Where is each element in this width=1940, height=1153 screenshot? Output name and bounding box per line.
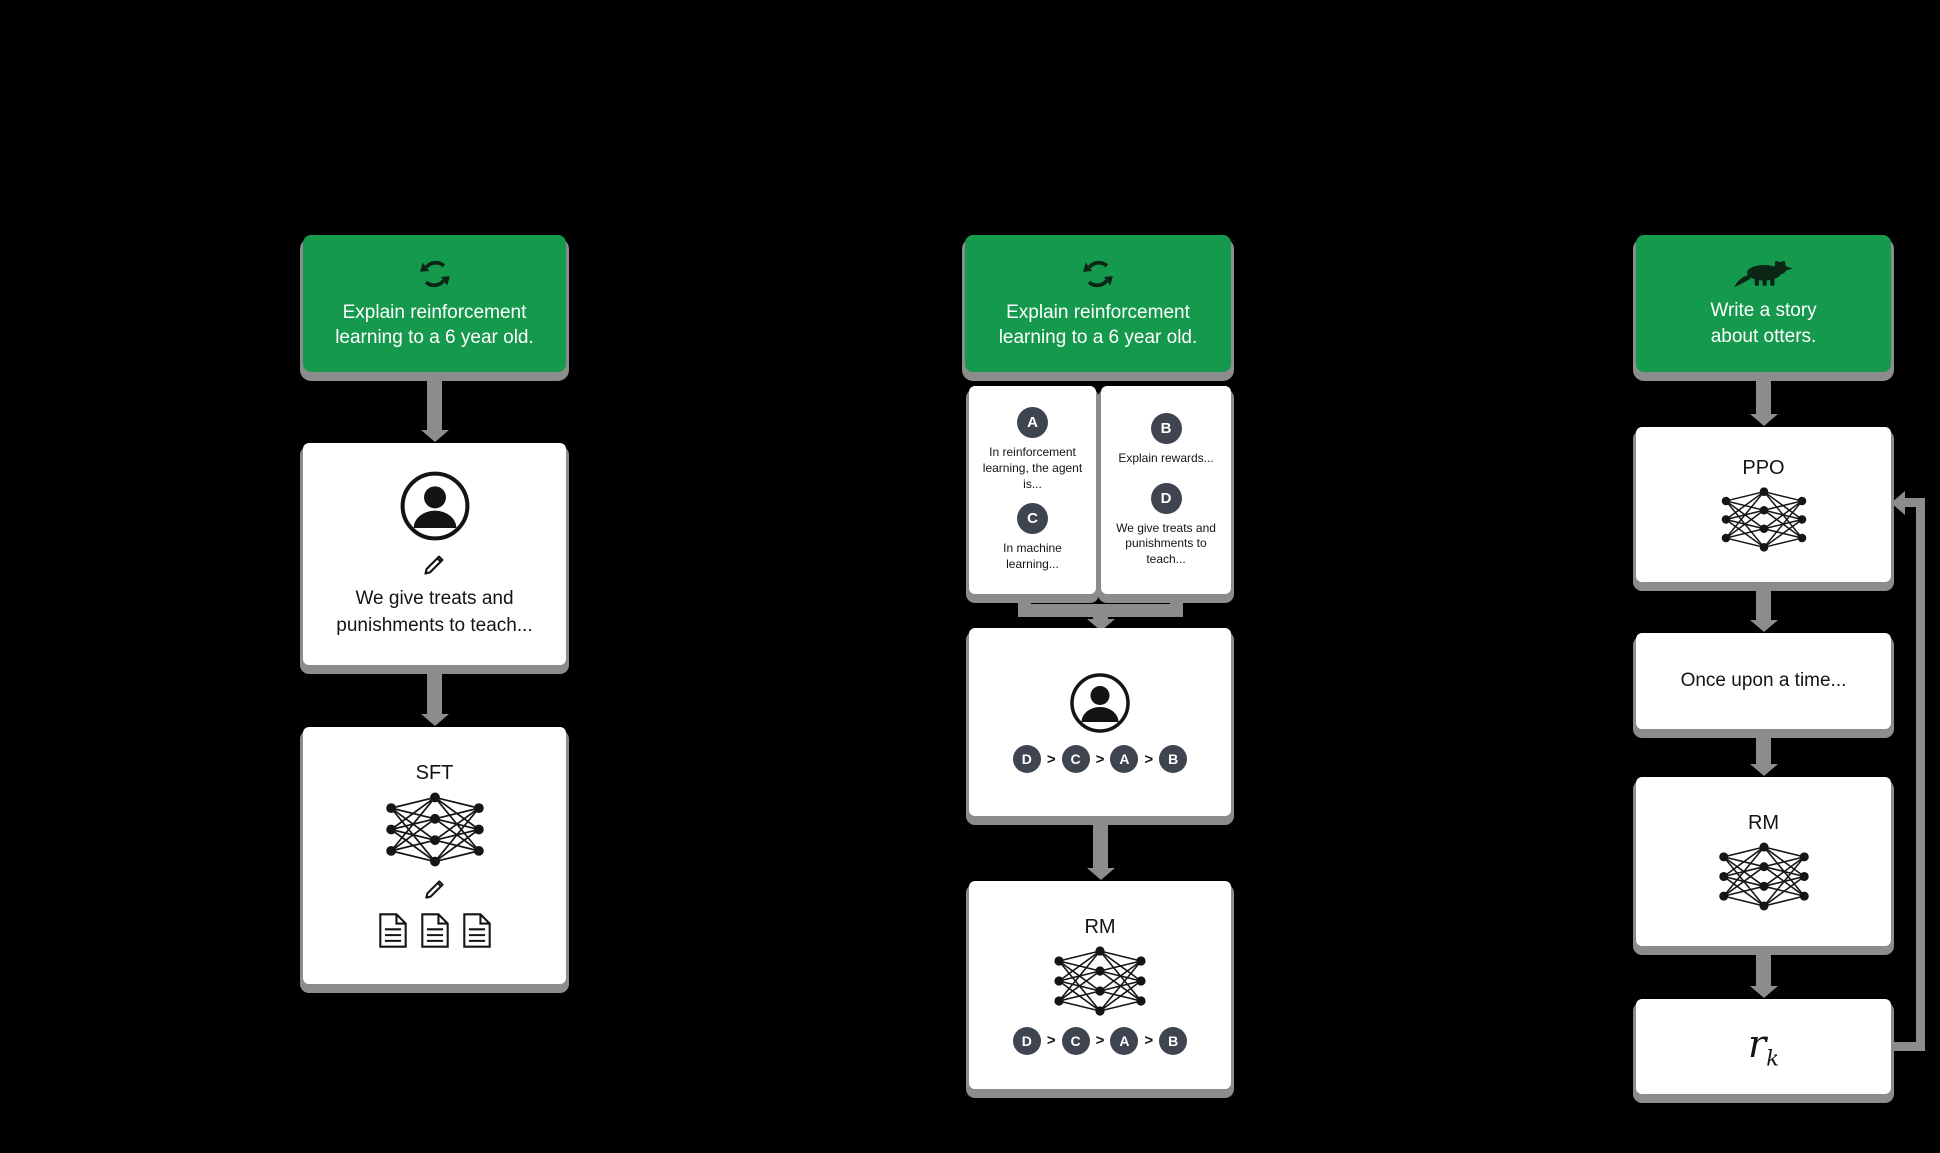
feedback-loop-line	[1891, 1042, 1925, 1051]
document-icon	[378, 913, 407, 948]
merge-connector	[1018, 604, 1183, 617]
rank-separator: >	[1144, 750, 1154, 768]
network-icon	[1054, 945, 1146, 1016]
flow-arrow	[1086, 613, 1115, 631]
flow-arrow	[1749, 735, 1778, 776]
answer-text: In reinforcement learning, the agent is.…	[982, 445, 1083, 491]
ranking-row: D > C > A > B	[1012, 745, 1188, 773]
answers-box-left: A In reinforcement learning, the agent i…	[969, 386, 1096, 594]
cycle-icon	[1083, 260, 1113, 288]
step3-output-box: Once upon a time...	[1636, 633, 1891, 729]
feedback-loop-line	[1916, 498, 1925, 1051]
rank-chip: A	[1110, 745, 1139, 773]
rank-separator: >	[1046, 1032, 1056, 1049]
otter-icon	[1733, 261, 1793, 288]
step3-ppo-model-box: PPO	[1636, 427, 1891, 582]
reward-value: rk	[1748, 1022, 1779, 1071]
flow-arrow	[1749, 588, 1778, 632]
step1-prompt-box: Explain reinforcement learning to a 6 ye…	[303, 235, 566, 372]
rank-chip: A	[1110, 1026, 1139, 1055]
flow-arrow	[420, 374, 449, 442]
answers-box-right: B Explain rewards... D We give treats an…	[1101, 386, 1231, 594]
prompt-text: Explain reinforcement learning to a 6 ye…	[998, 301, 1198, 348]
answer-chip: A	[1017, 407, 1048, 439]
rank-chip: B	[1159, 745, 1188, 773]
model-label: PPO	[1742, 456, 1785, 479]
flow-arrow	[1749, 952, 1778, 998]
flow-arrow	[420, 672, 449, 726]
person-icon	[1070, 673, 1130, 733]
step3-rm-model-box: RM	[1636, 777, 1891, 946]
answer-chip: B	[1150, 412, 1182, 444]
ranking-row: D > C > A > B	[1012, 1026, 1188, 1055]
rank-separator: >	[1095, 750, 1105, 768]
step1-labeler-box: We give treats and punishments to teach.…	[303, 443, 566, 665]
document-icon	[420, 913, 449, 948]
answer-text: Explain rewards...	[1118, 450, 1214, 465]
prompt-text: Write a story about otters.	[1710, 300, 1817, 347]
model-label: RM	[1747, 811, 1780, 834]
rank-chip: B	[1159, 1026, 1188, 1055]
pencil-icon	[424, 880, 444, 899]
document-icon	[462, 913, 491, 948]
flow-arrow	[1086, 822, 1115, 880]
model-label: RM	[1084, 915, 1116, 938]
step2-rm-model-box: RM D > C > A > B	[969, 881, 1231, 1089]
network-icon	[1718, 842, 1809, 910]
rank-chip: C	[1061, 745, 1090, 773]
step1-sft-model-box: SFT	[303, 727, 566, 984]
cycle-icon	[419, 260, 450, 288]
step2-ranking-box: D > C > A > B	[969, 628, 1231, 816]
flow-arrow	[1749, 374, 1778, 426]
answer-cell-c: C In machine learning...	[974, 503, 1091, 572]
rank-separator: >	[1095, 1032, 1105, 1049]
answer-cell-b: B Explain rewards...	[1114, 412, 1217, 467]
model-label: SFT	[415, 762, 454, 784]
merge-connector	[1170, 596, 1183, 606]
answer-chip: C	[1017, 503, 1048, 535]
rank-separator: >	[1046, 750, 1056, 768]
pencil-icon	[424, 555, 444, 575]
step2-prompt-box: Explain reinforcement learning to a 6 ye…	[965, 235, 1231, 372]
answer-text: We give treats and punishments to teach.…	[1116, 520, 1216, 566]
prompt-text: Explain reinforcement learning to a 6 ye…	[335, 301, 534, 348]
rank-chip: D	[1012, 1026, 1041, 1055]
network-icon	[385, 792, 484, 867]
feedback-loop-line	[1904, 498, 1925, 507]
answer-chip: D	[1150, 482, 1182, 514]
merge-connector	[1018, 596, 1031, 606]
answer-cell-a: A In reinforcement learning, the agent i…	[974, 407, 1091, 492]
rank-chip: C	[1061, 1026, 1090, 1055]
rank-chip: D	[1012, 745, 1041, 773]
labeler-response-text: We give treats and punishments to teach.…	[336, 587, 533, 636]
feedback-arrowhead	[1891, 491, 1905, 515]
answer-cell-d: D We give treats and punishments to teac…	[1106, 482, 1226, 568]
answer-text: In machine learning...	[1003, 541, 1062, 572]
person-icon	[400, 471, 469, 541]
step3-prompt-box: Write a story about otters.	[1636, 235, 1891, 372]
step3-reward-box: rk	[1636, 999, 1891, 1094]
network-icon	[1721, 486, 1806, 552]
rank-separator: >	[1144, 1032, 1154, 1049]
documents-row	[378, 912, 492, 949]
model-output-text: Once upon a time...	[1680, 669, 1847, 691]
